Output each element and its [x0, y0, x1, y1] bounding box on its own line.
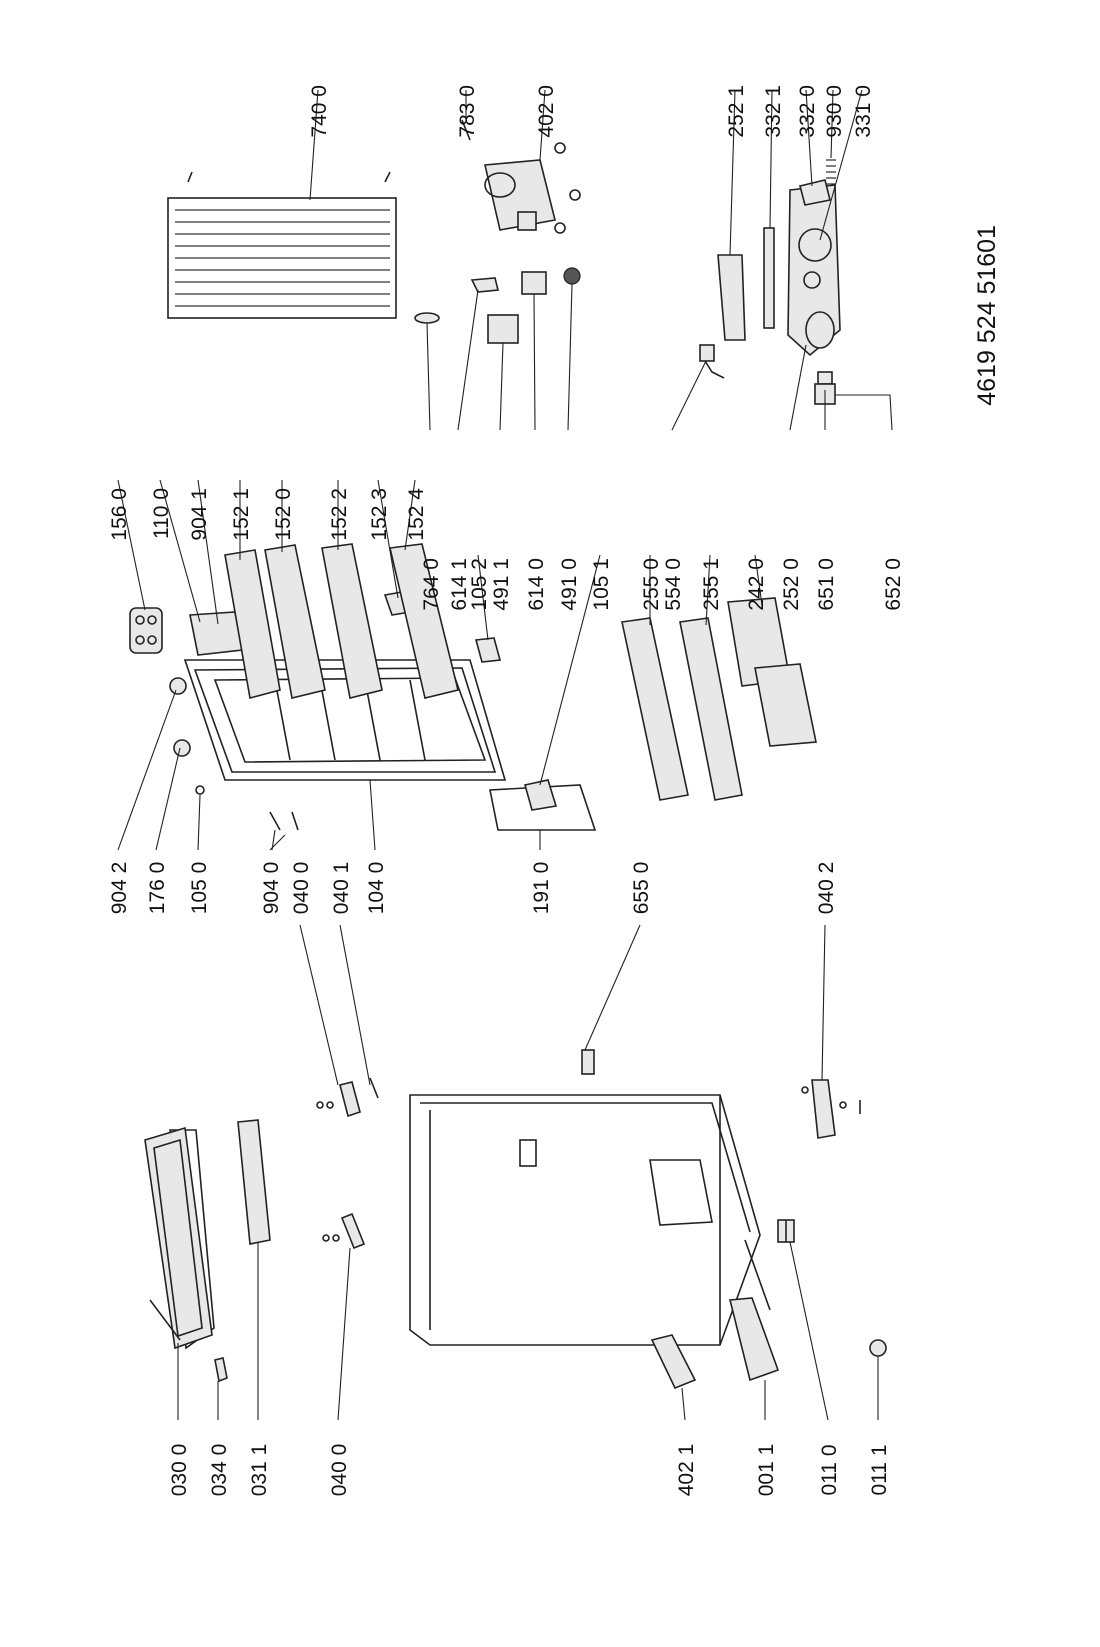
label-040-2: 040 2 [815, 862, 838, 915]
label-930-0: 930 0 [823, 85, 846, 138]
door-shelf-1524-part [389, 543, 459, 699]
top-frame-part [144, 1126, 215, 1350]
compressor-part [484, 142, 581, 234]
label-740-0: 740 0 [308, 85, 331, 138]
bulb-holder-5540-part [699, 344, 725, 379]
callout-labels: 030 0 034 0 031 1 040 0 402 1 001 1 011 … [108, 85, 1001, 1496]
door-shelf-1521-part [224, 549, 281, 699]
document-code: 4619 524 51601 [973, 225, 1001, 406]
label-040-0-upper: 040 0 [290, 862, 313, 915]
label-904-1: 904 1 [188, 488, 211, 541]
relay-6140-part [521, 271, 547, 295]
label-652-0: 652 0 [882, 558, 905, 611]
label-031-1: 031 1 [248, 1444, 271, 1497]
spring-9300-part [826, 159, 836, 185]
light-cover-2521-part [717, 254, 746, 341]
hinge-upper-part [316, 1077, 379, 1118]
label-011-1: 011 1 [868, 1445, 891, 1496]
label-176-0: 176 0 [146, 862, 169, 915]
label-332-0: 332 0 [796, 85, 819, 138]
label-491-1: 491 1 [490, 558, 513, 611]
label-783-0: 783 0 [456, 85, 479, 138]
thermostat-housing-part [787, 184, 841, 357]
label-152-0: 152 0 [272, 488, 295, 541]
label-904-0: 904 0 [260, 862, 283, 915]
foot-cap-part [869, 1339, 887, 1357]
label-040-1: 040 1 [330, 862, 353, 915]
compressor-tray-part [650, 1334, 697, 1390]
label-030-0: 030 0 [168, 1444, 191, 1497]
label-252-1: 252 1 [725, 85, 748, 138]
panel-part [237, 1119, 271, 1245]
foot-part [777, 1219, 795, 1243]
capacitor-4910-part [563, 267, 581, 285]
drier-part [414, 312, 440, 324]
label-491-0: 491 0 [558, 558, 581, 611]
plate-part [189, 611, 243, 656]
label-332-1: 332 1 [762, 85, 785, 138]
label-402-0: 402 0 [535, 85, 558, 138]
label-152-2: 152 2 [328, 488, 351, 541]
label-152-1: 152 1 [230, 488, 253, 541]
label-040-0-lower: 040 0 [328, 1444, 351, 1497]
label-651-0: 651 0 [815, 558, 838, 611]
hinge-bottom-part [801, 1079, 861, 1139]
label-105-2: 105 2 [468, 558, 491, 611]
thermostat-3321-part [763, 227, 775, 329]
label-105-0: 105 0 [188, 862, 211, 915]
label-255-0: 255 0 [640, 558, 663, 611]
label-191-0: 191 0 [530, 862, 553, 915]
switch-part [581, 1049, 595, 1075]
relay-6141-part [470, 277, 500, 293]
crisper-lower-part [754, 663, 817, 747]
door-assembly-part [169, 659, 507, 795]
egg-tray-part [129, 607, 163, 654]
label-104-0: 104 0 [365, 862, 388, 915]
label-011-0: 011 0 [818, 1445, 841, 1496]
label-554-0: 554 0 [662, 558, 685, 611]
label-242-0: 242 0 [745, 558, 768, 611]
clip-part [461, 119, 471, 141]
label-034-0: 034 0 [208, 1444, 231, 1497]
label-110-0: 110 0 [150, 488, 173, 539]
label-402-1: 402 1 [675, 1444, 698, 1497]
label-252-0: 252 0 [780, 558, 803, 611]
cabinet-part [409, 1094, 761, 1346]
label-614-0: 614 0 [525, 558, 548, 611]
label-904-2: 904 2 [108, 862, 131, 915]
label-001-1: 001 1 [755, 1444, 778, 1497]
leader-lines [117, 89, 893, 1421]
label-152-3: 152 3 [368, 488, 391, 541]
overload-4911-part [487, 314, 519, 344]
label-331-0: 331 0 [852, 85, 875, 138]
glass-shelf-2550-part [621, 617, 689, 801]
label-156-0: 156 0 [108, 488, 131, 541]
door-screws-part [269, 811, 299, 831]
small-bracket-part [214, 1357, 228, 1383]
base-rail-part [728, 1297, 780, 1382]
glass-shelf-2551-part [679, 617, 743, 801]
label-255-1: 255 1 [700, 558, 723, 611]
label-152-4: 152 4 [405, 488, 428, 541]
label-764-0: 764 0 [420, 558, 443, 611]
door-bracket-upper-part [474, 637, 502, 663]
label-655-0: 655 0 [630, 862, 653, 915]
condenser-coil-part [167, 171, 397, 319]
hinge-lower-part [322, 1212, 366, 1250]
door-shelf-1520-part [264, 544, 326, 699]
door-shelf-1522-part [321, 543, 383, 699]
label-614-1: 614 1 [448, 558, 471, 611]
label-105-1: 105 1 [590, 558, 613, 611]
knob-3320-part [799, 179, 831, 206]
